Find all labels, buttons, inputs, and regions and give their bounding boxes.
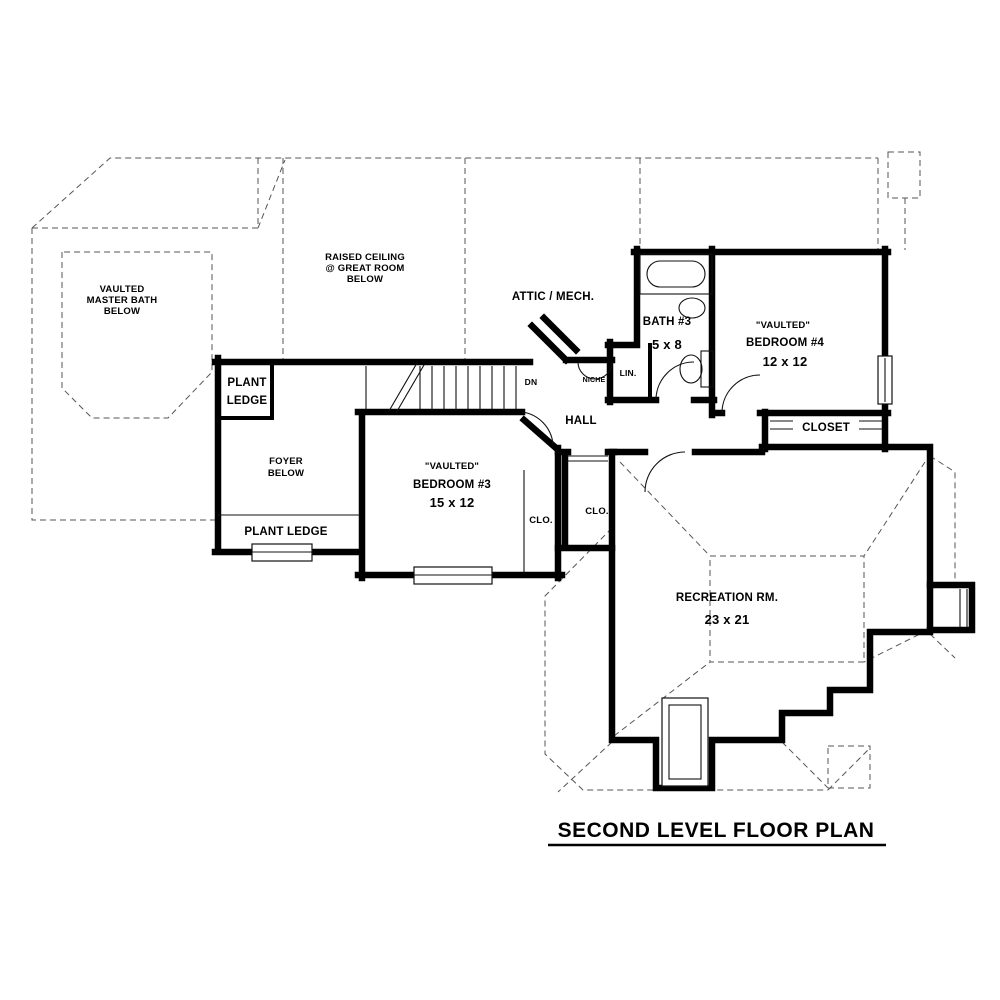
label-bedroom3-name: BEDROOM #3 <box>413 479 491 491</box>
sink-icon <box>678 297 706 319</box>
interior-details <box>218 361 882 572</box>
bedroom4-bath3-walls <box>604 245 892 453</box>
label-clo-left: CLO. <box>529 515 553 526</box>
room-labels: VAULTED MASTER BATH BELOW RAISED CEILING… <box>87 252 859 627</box>
label-bedroom3-vaulted: "VAULTED" <box>425 461 479 472</box>
label-plant-ledge-upper-1: PLANT <box>227 377 266 389</box>
label-bedroom4-dims: 12 x 12 <box>763 354 808 369</box>
label-closet: CLOSET <box>802 422 850 434</box>
bedroom4-door-swing <box>721 374 761 414</box>
attic-chase-wall <box>527 313 616 365</box>
label-clo-right: CLO. <box>585 506 609 517</box>
label-stairs-dn: DN <box>525 377 538 387</box>
label-bedroom4-name: BEDROOM #4 <box>746 337 824 349</box>
title-block: SECOND LEVEL FLOOR PLAN <box>548 819 886 847</box>
label-raised-ceiling-2: @ GREAT ROOM <box>325 263 404 274</box>
recreation-room-walls <box>608 408 934 792</box>
label-plant-ledge-upper-2: LEDGE <box>227 395 268 407</box>
label-master-bath-2: MASTER BATH <box>87 295 158 306</box>
niche-arc <box>577 361 613 380</box>
bay-window-walls <box>926 581 976 634</box>
label-attic-mech: ATTIC / MECH. <box>512 291 594 303</box>
label-master-bath-3: BELOW <box>104 306 140 317</box>
bathtub-icon <box>639 253 713 295</box>
toilet-bowl-icon <box>679 354 703 384</box>
closet-label-backing <box>793 419 859 434</box>
bathtub-basin-icon <box>646 260 706 288</box>
label-plant-ledge-lower: PLANT LEDGE <box>244 526 327 538</box>
label-bedroom3-dims: 15 x 12 <box>430 495 475 510</box>
fireplace-outer <box>661 697 709 787</box>
eave-outline-top-left <box>31 157 879 521</box>
toilet-tank-icon <box>700 350 714 388</box>
closet-bifold-doors-left <box>567 455 608 462</box>
bay-window-glass <box>959 589 968 627</box>
label-raised-ceiling-3: BELOW <box>347 274 383 285</box>
bath3-door-swing <box>655 361 695 401</box>
closet-walls <box>554 448 618 552</box>
recreation-door-swing <box>644 451 686 493</box>
label-hall: HALL <box>565 415 596 427</box>
label-recreation-dims: 23 x 21 <box>705 612 750 627</box>
label-foyer-2: BELOW <box>268 468 304 479</box>
label-bedroom4-vaulted: "VAULTED" <box>756 320 810 331</box>
stair-treads <box>365 366 517 409</box>
label-recreation-name: RECREATION RM. <box>676 592 778 604</box>
bedroom4-closet-bifold <box>770 420 882 430</box>
eave-right-offset <box>929 455 956 659</box>
master-bath-outline <box>61 251 213 419</box>
label-bath3-dims: 5 x 8 <box>652 337 682 352</box>
roof-dashed-lines <box>31 151 956 793</box>
windows <box>251 355 968 787</box>
label-master-bath-1: VAULTED <box>100 284 145 295</box>
bath-fixtures <box>639 253 714 388</box>
drawing-title: SECOND LEVEL FLOOR PLAN <box>558 819 875 842</box>
label-foyer-1: FOYER <box>269 456 303 467</box>
ceiling-break-lines <box>282 158 641 360</box>
label-linen: LIN. <box>620 368 637 378</box>
bedroom3-door-swing <box>521 411 554 445</box>
label-niche: NICHE <box>583 377 606 384</box>
walls <box>211 245 976 792</box>
label-bath3-name: BATH #3 <box>643 316 691 328</box>
eave-bottom-outline <box>544 527 871 793</box>
label-raised-ceiling-1: RAISED CEILING <box>325 252 405 263</box>
plant-ledge-box <box>216 360 274 420</box>
eave-top-right <box>887 151 921 250</box>
eave-bottom-right-rect <box>827 745 871 789</box>
fireplace-inner <box>668 704 702 780</box>
stair-break-line <box>388 362 425 414</box>
stairs <box>365 362 517 414</box>
